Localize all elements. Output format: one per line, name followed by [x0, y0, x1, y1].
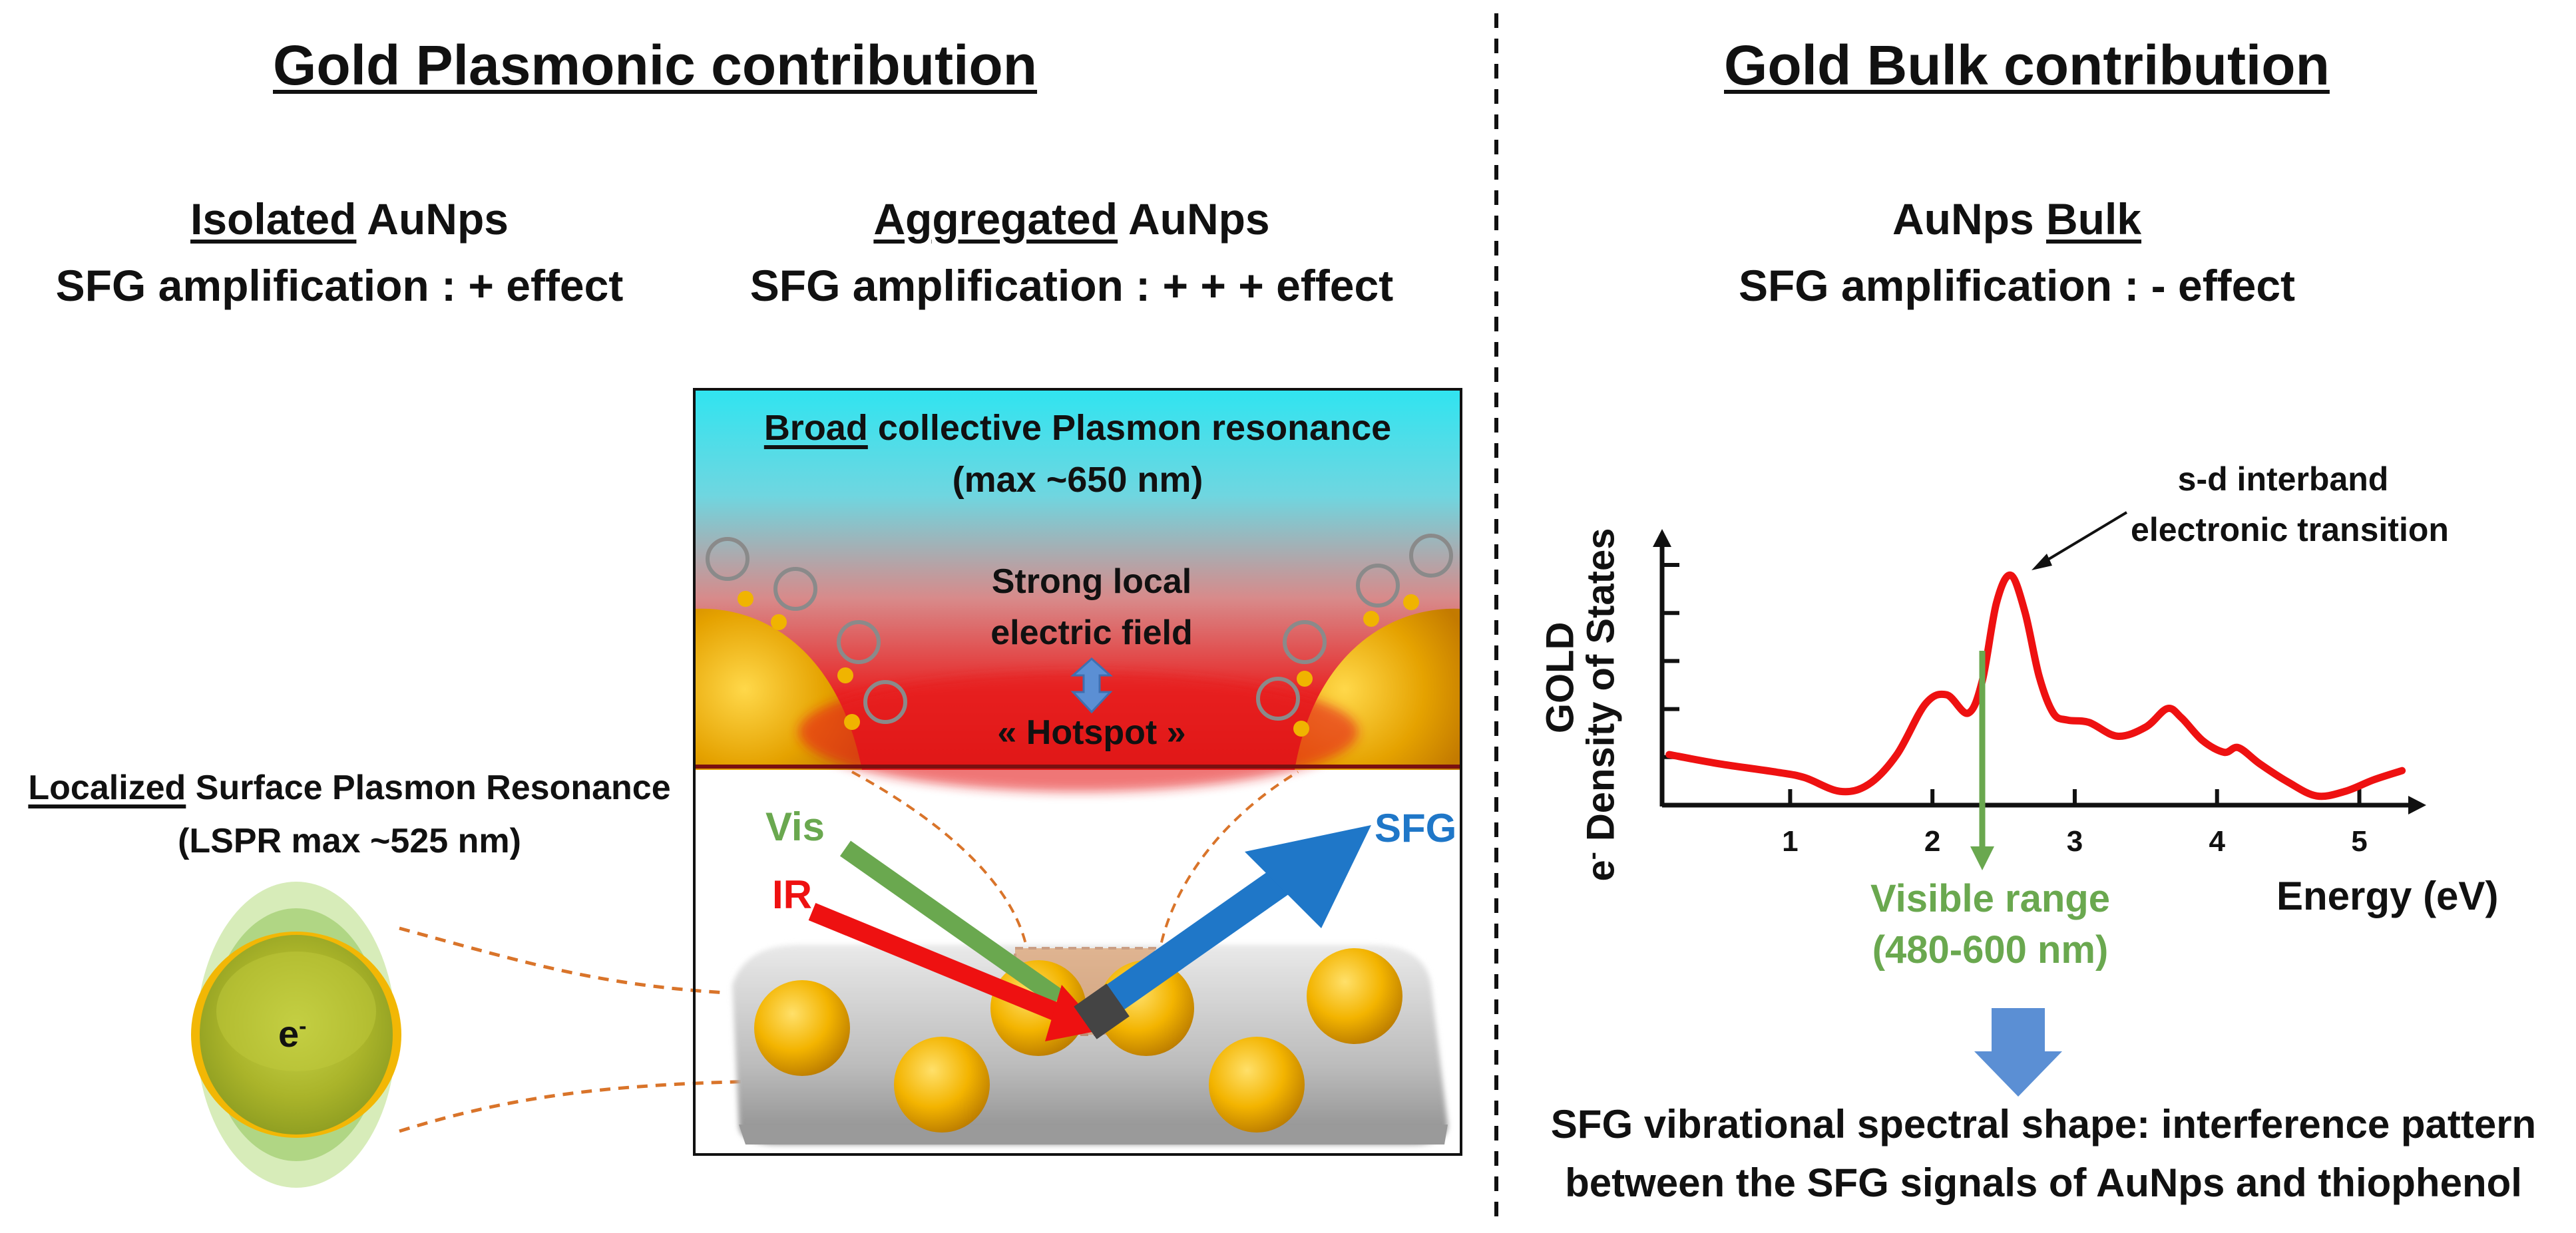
ylabel-sup: - [1578, 852, 1606, 860]
chart-xlabel: Energy (eV) [2276, 874, 2499, 918]
bulk-heading: AuNps Bulk [1717, 194, 2316, 245]
right-section-title: Gold Bulk contribution [1724, 34, 2330, 96]
hotspot-label: « Hotspot » [997, 713, 1186, 752]
annotation-line-2: electronic transition [2131, 511, 2449, 548]
field-line-1: Strong local [991, 562, 1192, 601]
chart-ylabel-gold: GOLD [1538, 621, 1582, 734]
ylabel-e: e [1579, 860, 1623, 882]
aggregated-rest: AuNps [1118, 194, 1270, 244]
down-arrow-icon [1974, 1008, 2062, 1097]
annotation-arrow [2042, 511, 2128, 564]
ir-label: IR [772, 872, 812, 917]
lspr-rest: Surface Plasmon Resonance [186, 769, 671, 807]
broad-max: (max ~650 nm) [952, 460, 1203, 500]
sfg-beam [1074, 825, 1371, 1039]
ir-beam [808, 903, 1102, 1041]
lspr-label: Localized Surface Plasmon Resonance [7, 769, 692, 808]
visible-range-arrowhead [1970, 846, 1994, 870]
lspr-max: (LSPR max ~525 nm) [178, 822, 521, 860]
hotspot-inset [693, 388, 1462, 1156]
visible-range-line-2: (480-600 nm) [1872, 928, 2109, 971]
x-tick-label: 4 [2209, 825, 2225, 858]
sfg-label: SFG [1375, 806, 1457, 850]
isolated-nanoparticle [191, 882, 401, 1188]
conclusion-line-2: between the SFG signals of AuNps and thi… [1565, 1160, 2522, 1205]
isolated-heading: Isolated AuNps [103, 194, 596, 245]
bulk-plain: AuNps [1892, 194, 2046, 244]
connector-lower [399, 1079, 759, 1133]
electron-symbol: e [278, 1013, 300, 1055]
electron-sup: - [299, 1013, 307, 1039]
double-arrow-icon [1070, 657, 1113, 714]
chart-ylabel-dos: e- Density of States [1578, 472, 1623, 938]
left-section-title: Gold Plasmonic contribution [273, 34, 1038, 96]
annotation-line-1: s-d interband [2177, 460, 2389, 498]
electron-label: e- [278, 1013, 306, 1055]
aggregated-label: Aggregated [873, 194, 1118, 244]
aggregated-amplification: SFG amplification : + + + effect [750, 261, 1394, 310]
ylabel-rest: Density of States [1579, 528, 1623, 852]
bulk-amplification: SFG amplification : - effect [1738, 261, 2296, 310]
dos-chart [1653, 511, 2426, 870]
vis-beam [839, 840, 1064, 1006]
aggregated-heading: Aggregated AuNps [805, 194, 1338, 245]
lspr-underlined: Localized [28, 769, 186, 807]
conclusion-line-1: SFG vibrational spectral shape: interfer… [1550, 1102, 2537, 1146]
broad-underlined: Broad [763, 408, 868, 448]
dos-series-line [1665, 572, 2406, 800]
connector-upper [399, 926, 726, 995]
isolated-label: Isolated [190, 194, 357, 244]
broad-resonance: Broad collective Plasmon resonance [694, 407, 1461, 448]
x-tick-label: 1 [1782, 825, 1799, 858]
x-tick-label: 5 [2351, 825, 2368, 858]
broad-rest: collective Plasmon resonance [867, 408, 1392, 448]
visible-range-line-1: Visible range [1870, 877, 2110, 920]
field-line-2: electric field [990, 614, 1193, 652]
vis-label: Vis [765, 804, 825, 849]
isolated-rest: AuNps [356, 194, 509, 244]
x-tick-label: 3 [2066, 825, 2083, 858]
x-tick-label: 2 [1924, 825, 1941, 858]
isolated-amplification: SFG amplification : + effect [55, 261, 624, 310]
bulk-underlined: Bulk [2045, 194, 2142, 244]
